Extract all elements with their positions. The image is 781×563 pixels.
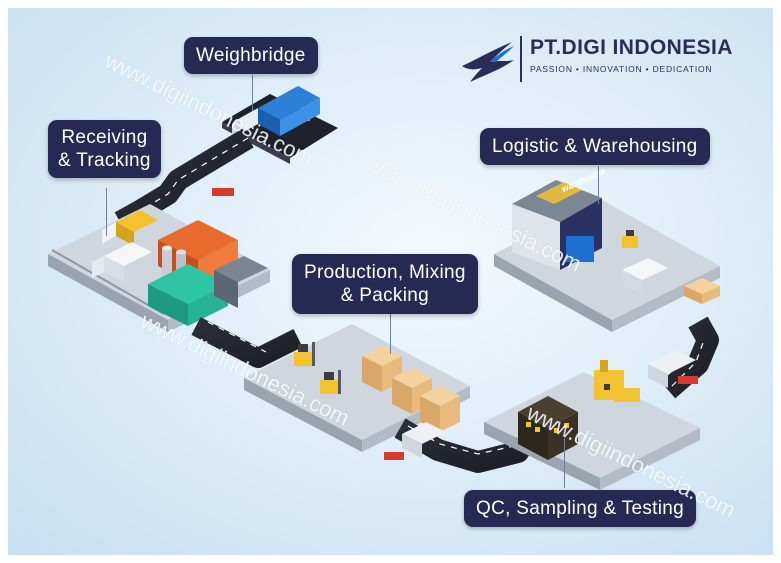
production-callout-line (390, 314, 391, 354)
road-barrier (384, 452, 404, 460)
truck-icon (232, 86, 320, 140)
truck-icon (402, 422, 446, 458)
receiving-label-line2: & Tracking (58, 150, 151, 171)
receiving-label-line1: Receiving (61, 127, 148, 148)
process-illustration (48, 86, 720, 490)
warehouse-icon (512, 180, 602, 270)
factory-icon (518, 360, 640, 460)
company-name: PT.DIGI INDONESIA (530, 36, 733, 59)
road-barrier (212, 184, 234, 196)
weighbridge-label-text: Weighbridge (196, 45, 306, 66)
qc-label: QC, Sampling & Testing (464, 490, 696, 527)
truck-icon (102, 210, 158, 246)
truck-icon (622, 258, 668, 294)
weighbridge-callout-line (252, 75, 253, 111)
logistic-callout-line (598, 166, 599, 204)
pallet-icon (362, 346, 460, 432)
production-label: Production, Mixing & Packing (292, 254, 478, 314)
logistic-label-text: Logistic & Warehousing (492, 136, 698, 157)
qc-label-text: QC, Sampling & Testing (476, 498, 684, 519)
company-tagline: PASSION • INNOVATION • DEDICATION (530, 64, 713, 74)
receiving-callout-line (106, 188, 107, 236)
weighbridge-label: Weighbridge (184, 37, 318, 74)
receiving-label: Receiving & Tracking (48, 120, 161, 178)
truck-icon (648, 350, 696, 388)
production-label-line1: Production, Mixing (304, 262, 466, 283)
factory-icon (148, 220, 268, 326)
road-barrier (678, 376, 698, 384)
forklift-icon (294, 342, 315, 366)
qc-platform (484, 372, 700, 490)
company-logo: PT.DIGI INDONESIA PASSION • INNOVATION •… (460, 36, 760, 88)
logo-swallow-icon (462, 42, 514, 82)
truck-icon (92, 242, 152, 282)
qc-callout-line (564, 438, 565, 488)
logo-divider (520, 36, 522, 82)
infographic-frame: warehouse Weighbridge Receiving & Tracki… (8, 8, 773, 555)
logistic-label: Logistic & Warehousing (480, 128, 710, 165)
production-label-line2: & Packing (340, 285, 429, 306)
forklift-icon (320, 370, 341, 394)
forklift-icon (622, 230, 638, 248)
pallet-icon (684, 278, 720, 304)
